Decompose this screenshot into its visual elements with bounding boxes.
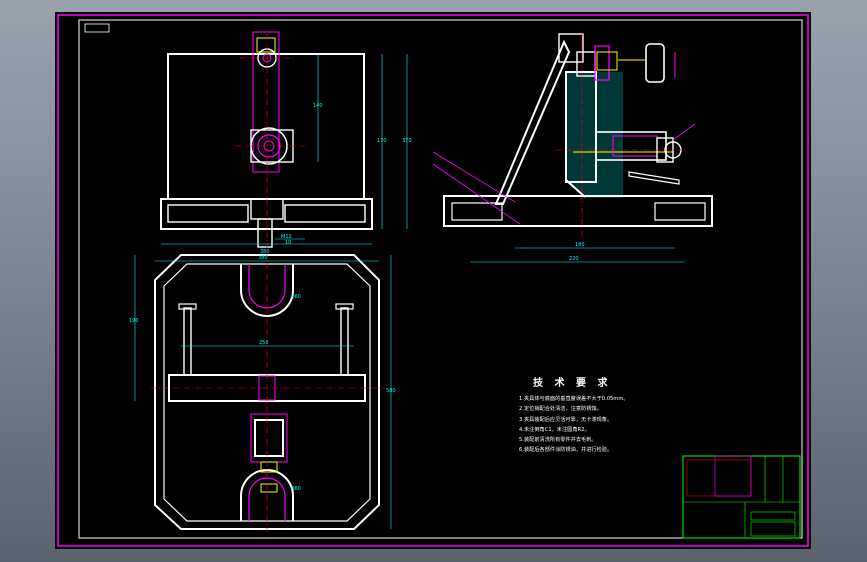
inner-frame xyxy=(78,19,803,539)
tech-note-6: 6.装配后各部件涂防锈油，并进行检验。 xyxy=(519,447,613,454)
dim-bottom-r2: R60 xyxy=(291,486,301,492)
side-section-view xyxy=(432,32,713,263)
tech-note-1: 1.夹具体与底面的垂直度误差不大于0.05mm。 xyxy=(519,396,629,402)
dim-top-bolt: M12 xyxy=(281,234,292,240)
front-view xyxy=(160,31,408,248)
dim-side-base: 180 xyxy=(575,242,585,248)
drawing-canvas: 140 170 370 M12 10 380 xyxy=(57,14,809,547)
dim-top-width: 380 xyxy=(260,249,270,255)
dim-top-small: 10 xyxy=(285,240,291,246)
dim-top-inner: 140 xyxy=(313,103,323,109)
title-block xyxy=(682,455,801,539)
tech-note-2: 2.定位销配合处清洁，注意防锈蚀。 xyxy=(519,406,602,413)
dim-bottom-height: 580 xyxy=(386,388,396,394)
outer-frame xyxy=(57,14,809,547)
dim-bottom-width: 380 xyxy=(258,255,268,261)
tech-note-4: 4.未注倒角C1，未注圆角R2。 xyxy=(519,426,590,433)
corner-tag xyxy=(84,23,110,33)
tech-note-3: 3.夹具装配后应灵活可靠，无卡滞现象。 xyxy=(519,416,613,423)
tech-requirements-title: 技 术 要 求 xyxy=(533,378,612,389)
dim-top-height: 370 xyxy=(402,138,412,144)
tech-note-5: 5.装配前清洗所有零件并去毛刺。 xyxy=(519,437,597,444)
dim-top-mid: 170 xyxy=(377,138,387,144)
dim-bottom-r: R60 xyxy=(291,294,301,300)
tech-requirements-list: 1.夹具体与底面的垂直度误差不大于0.05mm。 2.定位销配合处清洁，注意防锈… xyxy=(519,394,629,456)
dim-bottom-mid: 250 xyxy=(259,340,269,346)
drawing-sheet: 140 170 370 M12 10 380 xyxy=(55,12,811,549)
dim-bottom-left: 190 xyxy=(129,318,139,324)
top-plan-view xyxy=(134,252,392,532)
dim-side-total: 220 xyxy=(569,256,579,262)
